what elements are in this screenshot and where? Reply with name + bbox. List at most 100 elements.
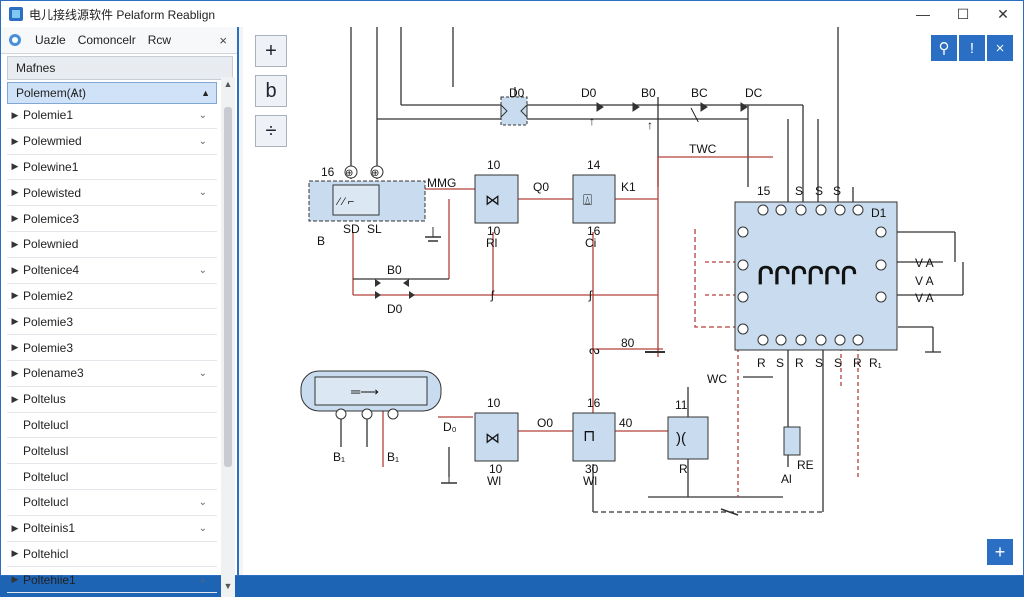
minimize-button[interactable]: — (916, 6, 930, 22)
chevron-down-icon[interactable]: ⌄ (198, 187, 207, 199)
label-10b: 10 (487, 224, 501, 238)
title-bar: 电儿接线源软件 Pelaform Reablign — ☐ ✕ (1, 1, 1023, 27)
label-rl: Rl (486, 236, 497, 250)
expand-arrow-icon[interactable]: ▶ (11, 548, 19, 559)
label-s5: S (815, 356, 823, 370)
list-item-label: Polewmied (23, 134, 82, 149)
scroll-thumb[interactable] (224, 107, 232, 467)
collapse-arrow-icon[interactable]: ▲ (201, 88, 210, 98)
add-button[interactable]: + (987, 539, 1013, 565)
label-b-left: B (317, 234, 325, 248)
list-item-label: Poltelucl (23, 469, 69, 484)
list-item[interactable]: ▶Polemice3 (7, 206, 217, 232)
expand-arrow-icon[interactable]: ▶ (11, 213, 19, 224)
scroll-down-arrow-icon[interactable]: ▼ (223, 581, 233, 591)
list-item[interactable]: ▶ Polewmied ⌄ (7, 129, 217, 155)
expand-arrow-icon[interactable]: ▶ (11, 393, 19, 404)
svg-text:⁄ ∕ ⌐: ⁄ ∕ ⌐ (335, 196, 354, 208)
expand-arrow-icon[interactable]: ▶ (11, 264, 19, 275)
chevron-down-icon[interactable]: ⌄ (198, 109, 207, 121)
list-item-label: Polemie2 (23, 288, 74, 303)
list-item[interactable]: Poltelusl (7, 438, 217, 465)
chevron-down-icon[interactable]: ⌄ (198, 264, 207, 276)
svg-text:⋈: ⋈ (485, 430, 500, 447)
svg-text:ʃ: ʃ (588, 288, 593, 302)
label-wl1: Wl (487, 474, 501, 488)
list-item[interactable]: ▶ Polewine1 (7, 155, 217, 181)
window-controls: — ☐ ✕ (903, 1, 1023, 27)
maximize-button[interactable]: ☐ (956, 5, 970, 22)
chevron-down-icon[interactable]: ⌄ (198, 367, 207, 379)
expand-arrow-icon[interactable]: ▶ (11, 135, 19, 146)
chevron-down-icon[interactable]: ⌄ (198, 522, 207, 534)
zoom-in-tool-button[interactable]: + (255, 35, 287, 67)
list-item[interactable]: ▶ Polemie2 (7, 284, 217, 310)
list-item[interactable]: ▶Polewnied (7, 232, 217, 258)
expand-arrow-icon[interactable]: ▶ (11, 238, 19, 249)
component-list: ▶Polemie1⌄▶Polewmied⌄▶Polewine1▶Polewist… (7, 103, 217, 594)
expand-arrow-icon[interactable]: ▶ (11, 522, 19, 533)
list-item-label: Polewisted (23, 185, 82, 200)
label-re: RE (797, 458, 814, 472)
chevron-down-icon[interactable]: ⌄ (198, 496, 207, 508)
list-item-label: Polteinis1 (23, 521, 76, 536)
panel-scrollbar[interactable]: ▲ ▼ (221, 77, 235, 597)
ground-tool-button[interactable]: ÷ (255, 115, 287, 147)
close-window-button[interactable]: ✕ (997, 5, 1009, 22)
list-item[interactable]: Poltelucl⌄ (7, 490, 217, 516)
info-button[interactable]: ! (959, 35, 985, 61)
search-button[interactable]: ⚲ (931, 35, 957, 61)
label-va1: V A (915, 256, 934, 270)
list-item[interactable]: ▶ Polemie3 (7, 335, 217, 361)
label-bc-top: BC (691, 86, 708, 100)
toolbar-menu-uazle[interactable]: Uazle (35, 33, 66, 47)
refresh-icon[interactable] (7, 32, 23, 48)
expand-arrow-icon[interactable]: ▶ (11, 187, 19, 198)
list-item[interactable]: ▶ Polewisted ⌄ (7, 180, 217, 207)
list-item[interactable]: ▶Polename3⌄ (7, 361, 217, 387)
list-item[interactable]: Poltelucl (7, 413, 217, 439)
selected-item[interactable]: Polemem(Ѧt) ▲ (7, 82, 217, 104)
selected-item-label: Polemem(Ѧt) (16, 86, 87, 100)
list-item[interactable]: ▶Polemie1⌄ (7, 103, 217, 129)
label-16b: 16 (587, 224, 601, 238)
expand-arrow-icon[interactable]: ▶ (11, 109, 19, 120)
label-16a: 16 (321, 165, 335, 179)
chevron-down-icon[interactable]: ⌄ (198, 135, 207, 147)
list-item-label: Poltelucl (23, 417, 69, 432)
expand-arrow-icon[interactable]: ▶ (11, 342, 19, 353)
list-item[interactable]: ▶Poltelus (7, 387, 217, 413)
list-item[interactable]: ▶Poltehiie1⌄ (7, 567, 217, 594)
list-item-label: Polewine1 (23, 159, 79, 174)
label-r2: R (795, 356, 804, 370)
svg-text:⊓: ⊓ (583, 428, 595, 445)
label-b1: B₁ (333, 450, 345, 464)
list-item[interactable]: ▶ Polteinis1 ⌄ (7, 516, 217, 542)
expand-arrow-icon[interactable]: ▶ (11, 316, 19, 327)
component-tool-button[interactable]: b (255, 75, 287, 107)
scroll-up-arrow-icon[interactable]: ▲ (223, 79, 233, 89)
svg-text:⊕: ⊕ (345, 168, 353, 179)
expand-arrow-icon[interactable]: ▶ (11, 290, 19, 301)
list-item[interactable]: ▶Poltehicl (7, 542, 217, 568)
expand-arrow-icon[interactable]: ▶ (11, 161, 19, 172)
expand-arrow-icon[interactable]: ▶ (11, 367, 19, 378)
list-item-label: Polemie3 (23, 340, 74, 355)
list-item[interactable]: ▶Poltenice4⌄ (7, 258, 217, 284)
label-b2: B₁ (387, 450, 399, 464)
list-item-label: Polemie3 (23, 314, 74, 329)
label-15: 15 (757, 184, 771, 198)
close-canvas-button[interactable]: × (987, 35, 1013, 61)
list-header: Mafnes (7, 56, 233, 80)
schematic-canvas[interactable]: ↑ ↑ ╲ ⁄ ∕ ⌐ ⊕ ⊕ ⋈ ⍍ (243, 27, 1023, 575)
svg-text:↑: ↑ (647, 118, 653, 132)
label-16c: 16 (587, 396, 601, 410)
svg-text:ʃ: ʃ (490, 288, 495, 302)
label-s4: S (776, 356, 784, 370)
toolbar-menu-comoncelr[interactable]: Comoncelr (77, 33, 136, 47)
label-va2: V A (915, 274, 934, 288)
toolbar-menu-rcw[interactable]: Rcw (147, 33, 172, 47)
panel-close-icon[interactable]: × (219, 32, 227, 48)
list-item[interactable]: Poltelucl (7, 464, 217, 490)
list-item[interactable]: ▶ Polemie3 (7, 309, 217, 336)
